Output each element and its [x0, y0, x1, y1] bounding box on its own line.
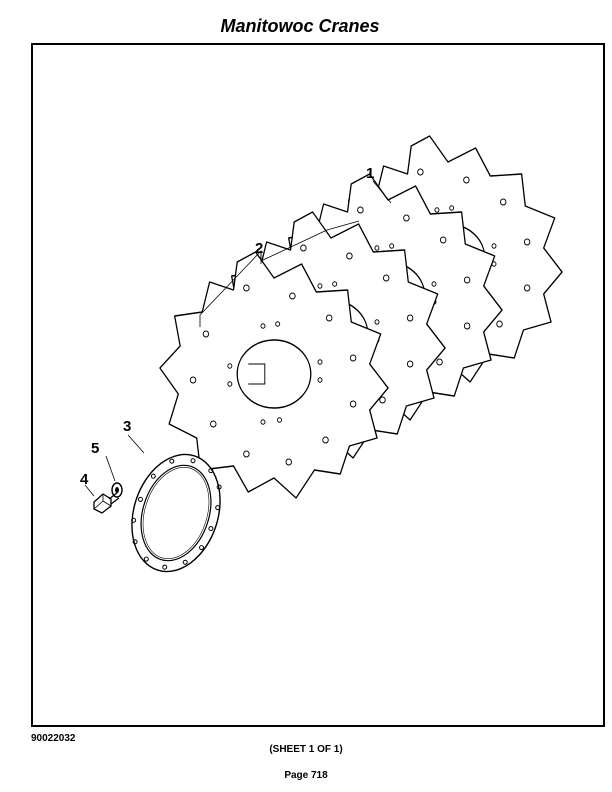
- page-title: Manitowoc Cranes: [220, 16, 380, 36]
- sheet-label: (SHEET 1 OF 1): [269, 744, 343, 755]
- callout-1: 1: [366, 165, 374, 182]
- callout-5: 5: [91, 440, 99, 457]
- exploded-parts-drawing: 1 2 3 4 5: [80, 135, 563, 573]
- bolt-item-4: [93, 492, 120, 514]
- gasket-ring-item-3: [131, 453, 222, 573]
- callout-4: 4: [80, 471, 89, 488]
- callout-3: 3: [123, 418, 131, 435]
- leader-lines: [84, 180, 392, 497]
- figure-number: 90022032: [31, 733, 76, 744]
- page-number: Page 718: [284, 770, 328, 781]
- callout-2: 2: [255, 240, 263, 257]
- lock-washer-item-5: [111, 482, 123, 498]
- drawing-frame: [31, 43, 605, 727]
